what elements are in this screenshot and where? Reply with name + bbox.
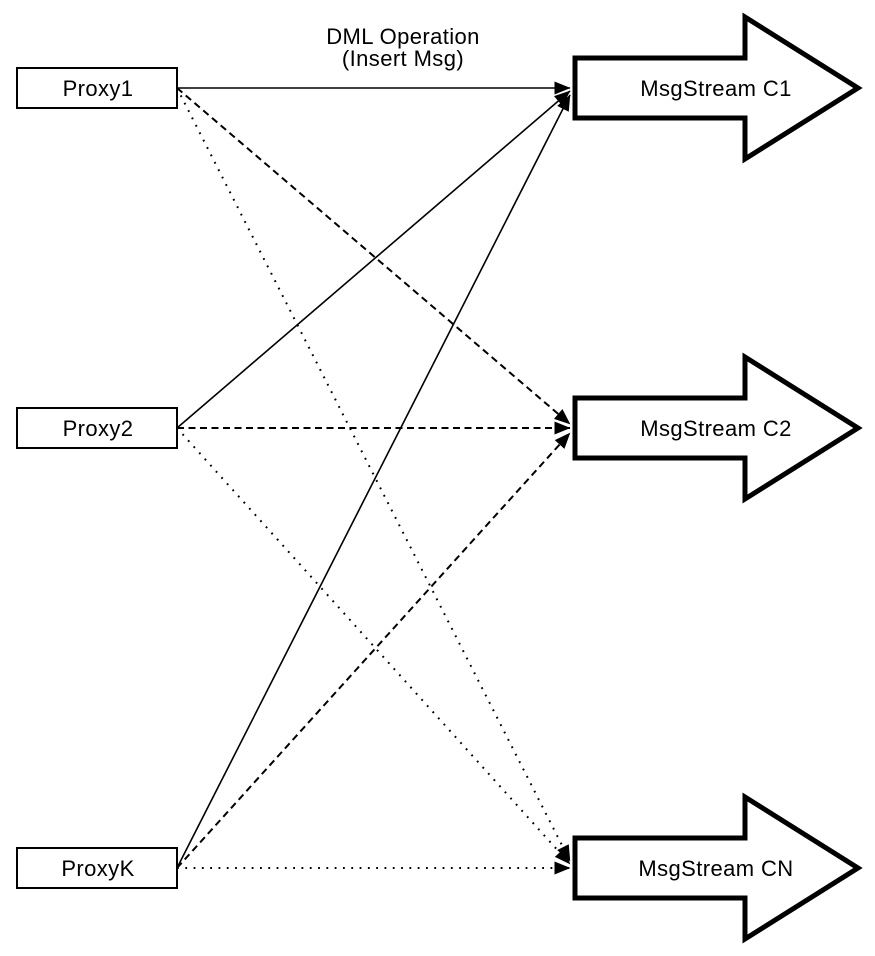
edge-proxy1-c2-dashed [176, 87, 571, 425]
msgstream-cn-arrow [572, 792, 863, 944]
dml-operation-label-line2: (Insert Msg) [342, 46, 464, 71]
edge-proxyk-c2-dashed [176, 432, 571, 869]
proxy2-box [16, 407, 178, 449]
msgstream-c2-arrow [572, 352, 863, 504]
edge-proxy1-cn-dotted [176, 87, 571, 862]
proxy1-label: Proxy1 [63, 76, 134, 101]
proxy2-label: Proxy2 [63, 416, 134, 441]
msgstream-c2-label: MsgStream C2 [640, 416, 792, 441]
msgstream-c1-arrow [572, 12, 863, 164]
msgstream-cn-label: MsgStream CN [638, 856, 793, 881]
edge-proxyk-c1-solid [176, 94, 571, 869]
dml-operation-label-line1: DML Operation [326, 24, 480, 49]
edge-proxy2-cn-dotted [176, 427, 571, 865]
msgstream-c1-label: MsgStream C1 [640, 76, 792, 101]
proxy1-box [16, 67, 178, 109]
edge-proxy2-c1-solid [176, 90, 571, 429]
proxyk-label: ProxyK [61, 856, 134, 881]
proxyk-box [16, 847, 178, 889]
